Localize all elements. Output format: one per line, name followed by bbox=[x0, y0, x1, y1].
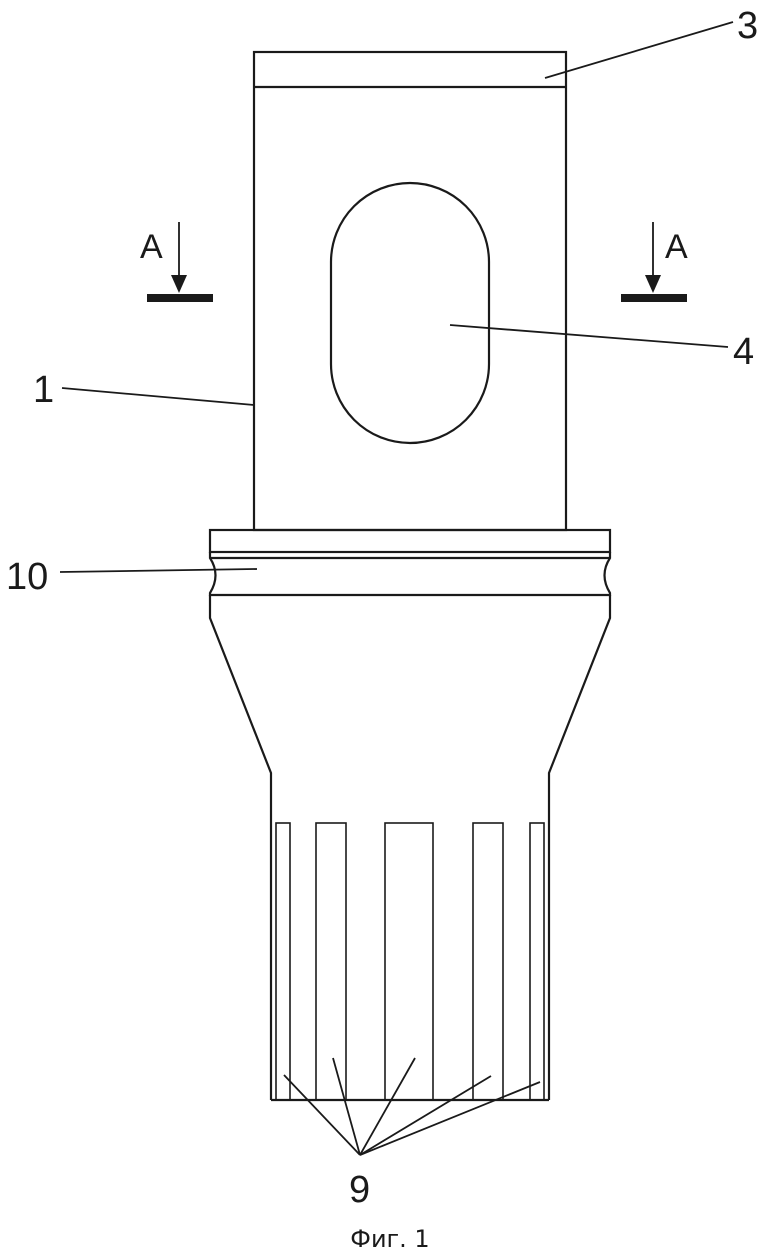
label-part-10: 10 bbox=[6, 556, 48, 598]
oval-window bbox=[331, 183, 489, 443]
leader-lines bbox=[60, 22, 733, 1155]
label-part-3: 3 bbox=[737, 5, 758, 47]
leader-9c bbox=[360, 1058, 415, 1155]
section-mark-left: A bbox=[140, 222, 213, 302]
section-mark-right-label: A bbox=[665, 228, 688, 266]
leader-10 bbox=[60, 569, 257, 572]
slot-5 bbox=[530, 823, 544, 1100]
label-part-9: 9 bbox=[349, 1169, 370, 1211]
slot-4 bbox=[473, 823, 503, 1100]
label-part-4: 4 bbox=[733, 331, 754, 373]
collar bbox=[210, 530, 610, 595]
collar-top-ring bbox=[210, 530, 610, 552]
figure-caption: Фиг. 1 bbox=[350, 1225, 429, 1253]
leader-9e bbox=[360, 1082, 540, 1155]
leader-9d bbox=[360, 1076, 491, 1155]
slot-2 bbox=[316, 823, 346, 1100]
section-bar-left bbox=[147, 294, 213, 302]
slot-3 bbox=[385, 823, 433, 1100]
leader-3 bbox=[545, 22, 733, 78]
section-arrow-right-head bbox=[645, 275, 661, 293]
section-mark-right: A bbox=[621, 222, 688, 302]
cone-section bbox=[210, 595, 610, 1100]
upper-body-outline bbox=[254, 52, 566, 530]
slot-1 bbox=[276, 823, 290, 1100]
section-arrow-left-head bbox=[171, 275, 187, 293]
section-mark-left-label: A bbox=[140, 228, 163, 266]
section-bar-right bbox=[621, 294, 687, 302]
label-part-1: 1 bbox=[33, 369, 54, 411]
leader-1 bbox=[62, 388, 254, 405]
leader-4 bbox=[450, 325, 728, 347]
slotted-tube bbox=[271, 823, 549, 1100]
upper-body bbox=[254, 52, 566, 530]
